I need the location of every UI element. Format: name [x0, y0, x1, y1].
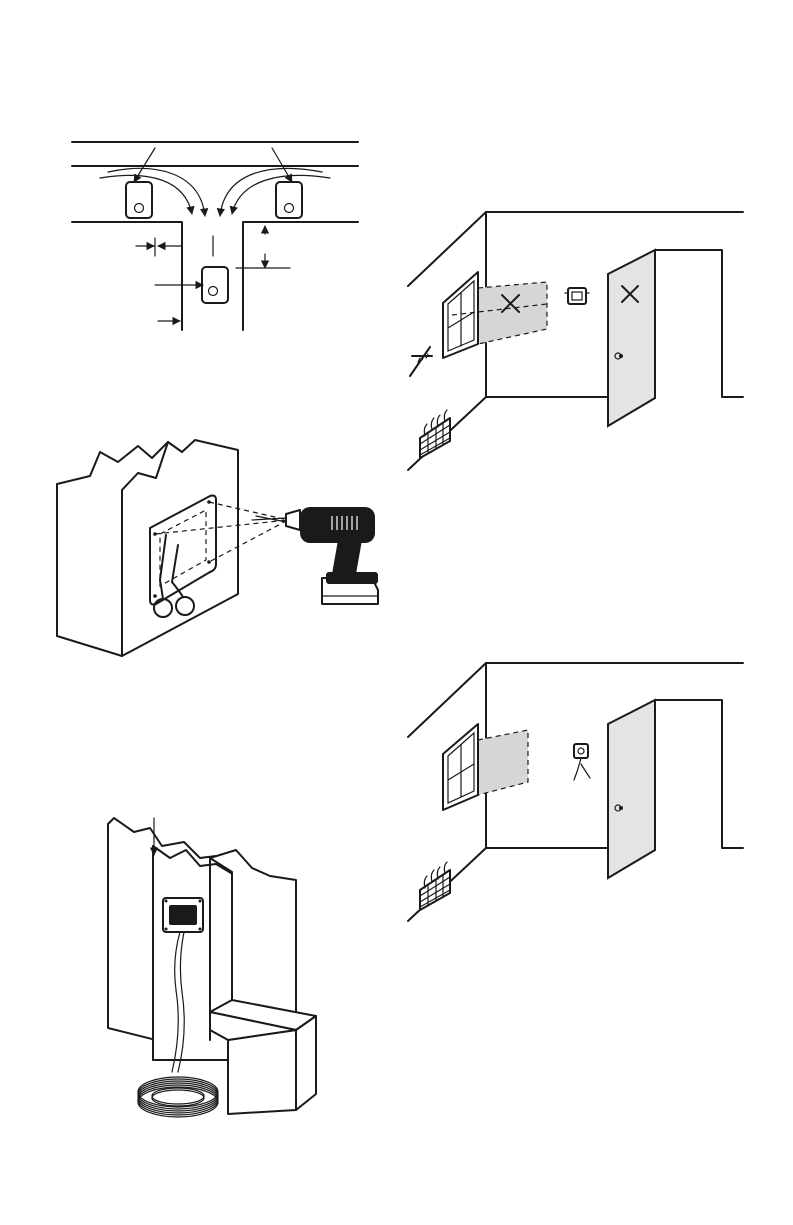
room-bad-location: [408, 212, 743, 470]
sensor-center: [202, 267, 228, 303]
lamp-icon: [410, 347, 432, 376]
wire-coil-icon: [138, 1077, 218, 1117]
vent-placement-diagram: [72, 142, 358, 330]
right-wall-corner: [243, 222, 358, 330]
room-good-location: [408, 663, 743, 921]
wall-cavity-wiring: [108, 818, 316, 1117]
window-icon: [443, 272, 547, 358]
template-drill-cut: [57, 440, 378, 656]
heater-icon: [420, 410, 450, 458]
heater-icon: [420, 862, 450, 910]
wall-panel-front: [122, 440, 238, 656]
thermostat-icon: [574, 744, 590, 780]
sensor-right: [276, 182, 302, 218]
drill-icon: [252, 507, 378, 604]
door-icon: [608, 700, 655, 878]
sensor-left: [126, 182, 152, 218]
left-wall-corner: [72, 222, 182, 330]
thermostat-icon: [565, 288, 589, 304]
door-icon: [608, 250, 655, 426]
